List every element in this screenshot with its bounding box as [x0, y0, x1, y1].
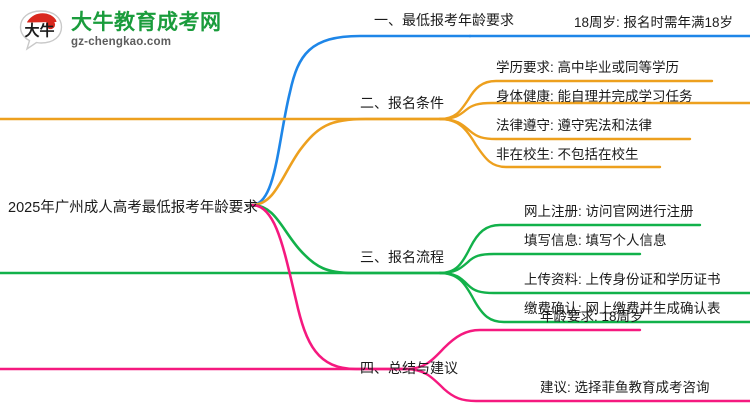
mindmap-root-label[interactable]: 2025年广州成人高考最低报考年龄要求 — [8, 200, 258, 216]
leaf-label-2-2[interactable]: 身体健康: 能自理并完成学习任务 — [496, 89, 693, 104]
leaf-label-2-4[interactable]: 非在校生: 不包括在校生 — [496, 147, 639, 162]
logo-subtitle: gz-chengkao.com — [71, 35, 172, 48]
branch-label-3[interactable]: 三、报名流程 — [360, 249, 444, 265]
branch-1-edges — [250, 34, 750, 207]
branch-label-1[interactable]: 一、最低报考年龄要求 — [374, 12, 514, 28]
branch-label-4[interactable]: 四、总结与建议 — [360, 360, 458, 376]
branch-4-edges — [0, 203, 750, 403]
logo-text-wrap: 大牛教育成考网 gz-chengkao.com — [71, 12, 222, 49]
leaf-label-2-3[interactable]: 法律遵守: 遵守宪法和法律 — [496, 118, 653, 133]
leaf-label-2-1[interactable]: 学历要求: 高中毕业或同等学历 — [496, 60, 680, 75]
leaf-label-3-3[interactable]: 上传资料: 上传身份证和学历证书 — [524, 272, 721, 287]
branch-2-edges — [0, 79, 750, 207]
branch-label-2[interactable]: 二、报名条件 — [360, 95, 444, 111]
daniu-speech-bubble-logo-icon: 大牛 — [18, 8, 64, 52]
leaf-label-4-1[interactable]: 年龄要求: 18周岁 — [540, 309, 644, 324]
leaf-label-3-4[interactable]: 缴费确认: 网上缴费并生成确认表 — [524, 301, 721, 316]
leaf-label-3-2[interactable]: 填写信息: 填写个人信息 — [524, 233, 667, 248]
leaf-label-4-2[interactable]: 建议: 选择菲鱼教育成考咨询 — [540, 380, 710, 395]
leaf-label-1-1[interactable]: 18周岁: 报名时需年满18岁 — [574, 15, 734, 30]
site-logo: 大牛 大牛教育成考网 gz-chengkao.com — [18, 8, 222, 52]
leaf-label-3-1[interactable]: 网上注册: 访问官网进行注册 — [524, 204, 694, 219]
svg-text:大牛: 大牛 — [24, 22, 54, 40]
branch-3-edges — [0, 203, 750, 324]
logo-title: 大牛教育成考网 — [71, 10, 222, 34]
